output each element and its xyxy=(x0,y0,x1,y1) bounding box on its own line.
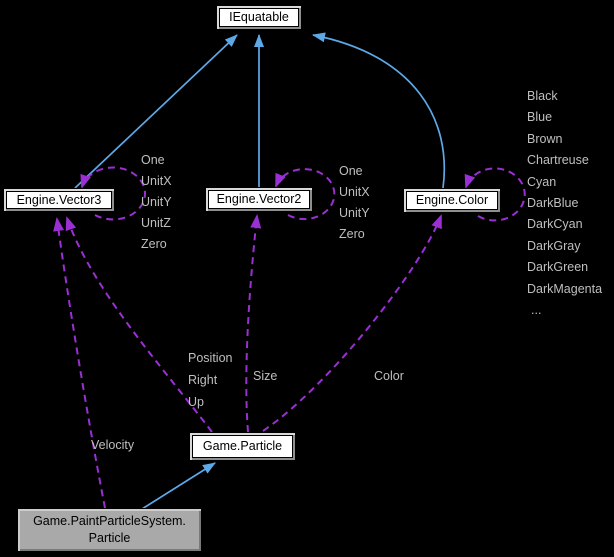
particle-vector3-members-label: Position Right Up xyxy=(188,347,232,413)
edge-label-item: UnitZ xyxy=(141,216,171,230)
node-paintparticle-label-line2: Particle xyxy=(88,531,131,545)
node-engine-color-label: Engine.Color xyxy=(415,193,489,207)
edge-label-item: DarkGreen xyxy=(527,260,589,275)
edge-label-item: UnitX xyxy=(339,185,370,199)
edge-label-item: Brown xyxy=(527,131,563,146)
color-self-members-label: Black Blue Brown Chartreuse Cyan DarkBlu… xyxy=(527,86,602,321)
usage-edge-paintparticle-vector3 xyxy=(53,217,106,509)
node-engine-vector2-label: Engine.Vector2 xyxy=(216,192,302,206)
vector3-self-members-label: One UnitX UnitY UnitZ Zero xyxy=(141,150,172,255)
usage-edge-particle-vector3 xyxy=(65,216,213,433)
node-game-particle[interactable]: Game.Particle xyxy=(189,432,296,461)
edge-label-item: One xyxy=(339,164,363,178)
edge-label-item: Black xyxy=(527,89,558,103)
edge-label-item: DarkMagenta xyxy=(527,281,603,296)
edge-label-item: DarkBlue xyxy=(527,196,579,211)
usage-edge-particle-color xyxy=(262,214,442,432)
inheritance-edge-vector3-iequatable xyxy=(74,34,238,189)
edge-label-item: One xyxy=(141,153,165,167)
edge-label-item: Cyan xyxy=(527,174,557,189)
node-paintparticle-label-line1: Game.PaintParticleSystem. xyxy=(33,514,186,528)
node-iequatable-label: IEquatable xyxy=(229,10,289,24)
edge-label-item: Zero xyxy=(339,227,365,241)
inheritance-edge-color-iequatable xyxy=(312,32,446,189)
edge-label-item: UnitY xyxy=(339,206,370,220)
vector2-self-members-label: One UnitX UnitY Zero xyxy=(339,161,370,245)
edge-label-item: DarkCyan xyxy=(527,217,583,232)
node-iequatable[interactable]: IEquatable xyxy=(216,5,302,30)
edge-label-item: Chartreuse xyxy=(527,153,589,168)
edge-label-item: DarkGray xyxy=(527,238,581,253)
edge-label-item: ... xyxy=(531,303,542,318)
node-engine-vector2[interactable]: Engine.Vector2 xyxy=(205,187,313,212)
edge-label-item: Up xyxy=(188,395,204,409)
inheritance-edge-paintparticle-particle xyxy=(141,462,216,510)
edge-label-item: Right xyxy=(188,373,218,387)
node-engine-vector3-label: Engine.Vector3 xyxy=(16,192,102,207)
node-engine-color[interactable]: Engine.Color xyxy=(403,188,501,213)
usage-edge-particle-vector2 xyxy=(245,214,262,433)
edge-label-item: Position xyxy=(188,351,233,365)
edge-label-item: Blue xyxy=(527,110,553,125)
edge-label-item: UnitX xyxy=(141,174,172,188)
node-game-paintparticlesystem-particle[interactable]: Game.PaintParticleSystem. Particle xyxy=(17,508,202,552)
usage-edge-color-self-loop xyxy=(464,167,526,222)
usage-edge-vector3-self-loop xyxy=(80,166,146,221)
particle-color-member-label: Color xyxy=(374,369,404,383)
node-engine-vector3[interactable]: Engine.Vector3 xyxy=(3,188,115,212)
paintparticle-vector3-member-label: Velocity xyxy=(91,438,135,452)
edge-label-item: Zero xyxy=(141,237,167,251)
particle-vector2-member-label: Size xyxy=(253,369,278,383)
node-game-particle-label: Game.Particle xyxy=(202,439,283,453)
edge-label-item: UnitY xyxy=(141,195,172,209)
